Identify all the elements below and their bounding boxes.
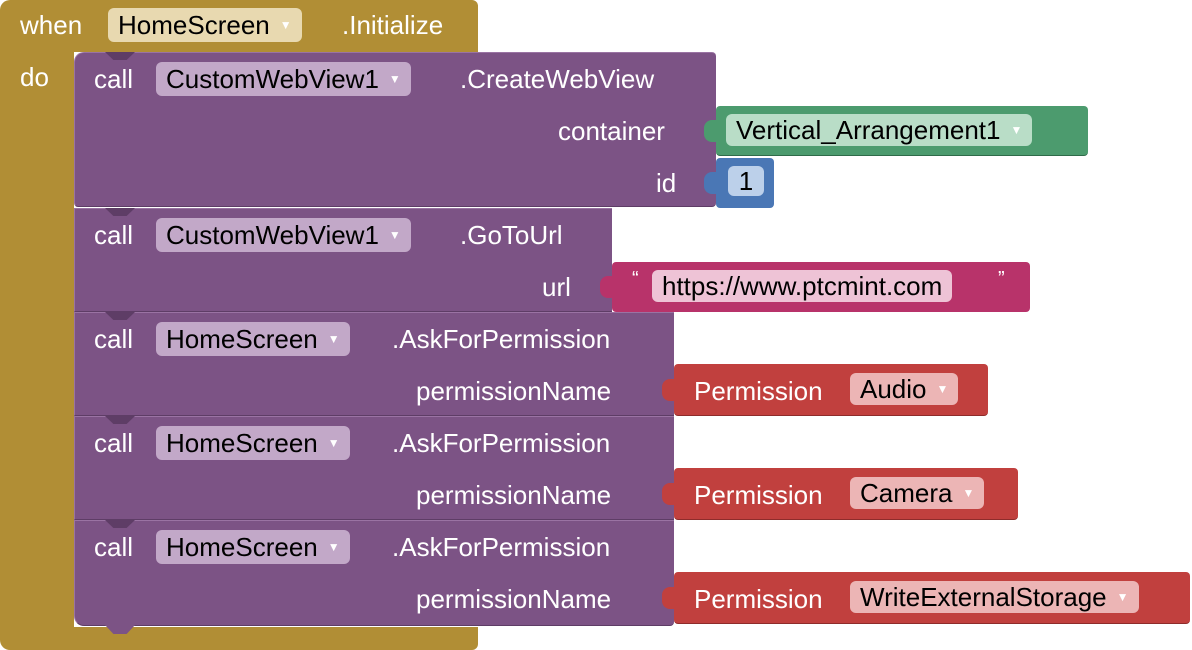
call-component-dropdown[interactable]: HomeScreen ▼ bbox=[156, 322, 350, 356]
block-bottom-notch bbox=[105, 625, 135, 634]
triangle-down-icon: ▼ bbox=[388, 228, 401, 242]
call-component-dropdown[interactable]: CustomWebView1 ▼ bbox=[156, 218, 411, 252]
triangle-down-icon: ▼ bbox=[327, 540, 340, 554]
permission-dropdown[interactable]: Audio ▼ bbox=[850, 373, 959, 405]
event-name-label: .Initialize bbox=[342, 10, 444, 40]
call-label: call bbox=[94, 324, 134, 354]
call-component-value: CustomWebView1 bbox=[166, 219, 379, 250]
component-value: Vertical_Arrangement1 bbox=[736, 114, 1001, 145]
connector-tab bbox=[704, 172, 716, 194]
connector-tab bbox=[662, 587, 674, 609]
block-notch bbox=[105, 520, 135, 528]
url-text-field[interactable]: https://www.ptcmint.com bbox=[652, 270, 953, 302]
block-notch bbox=[105, 208, 135, 216]
call-method-label: .AskForPermission bbox=[392, 324, 611, 354]
call-method-label: .AskForPermission bbox=[392, 428, 611, 458]
permission-label: Permission bbox=[694, 480, 823, 510]
param-label-container: container bbox=[558, 116, 665, 146]
call-component-value: HomeScreen bbox=[166, 427, 318, 458]
triangle-down-icon: ▼ bbox=[1010, 123, 1023, 137]
triangle-down-icon: ▼ bbox=[388, 72, 401, 86]
number-value: 1 bbox=[738, 165, 754, 196]
permission-value: Audio bbox=[860, 373, 927, 404]
event-component-value: HomeScreen bbox=[118, 9, 270, 40]
event-component-dropdown[interactable]: HomeScreen ▼ bbox=[108, 8, 302, 42]
triangle-down-icon: ▼ bbox=[936, 382, 949, 396]
connector-tab bbox=[600, 276, 612, 298]
connector-tab bbox=[704, 120, 716, 142]
connector-tab bbox=[662, 379, 674, 401]
permission-value: Camera bbox=[860, 477, 953, 508]
url-value: https://www.ptcmint.com bbox=[662, 270, 943, 301]
permission-dropdown[interactable]: WriteExternalStorage ▼ bbox=[850, 581, 1139, 613]
param-label-id: id bbox=[656, 168, 677, 198]
permission-label: Permission bbox=[694, 376, 823, 406]
call-method-label: .GoToUrl bbox=[460, 220, 563, 250]
call-component-value: CustomWebView1 bbox=[166, 63, 379, 94]
call-label: call bbox=[94, 428, 134, 458]
param-label-permissionname: permissionName bbox=[416, 480, 612, 510]
permission-value: WriteExternalStorage bbox=[860, 581, 1107, 612]
block-notch bbox=[105, 312, 135, 320]
event-do-label: do bbox=[20, 62, 49, 92]
call-component-value: HomeScreen bbox=[166, 323, 318, 354]
block-notch bbox=[105, 52, 135, 60]
block-notch bbox=[105, 416, 135, 424]
permission-label: Permission bbox=[694, 584, 823, 614]
call-component-dropdown[interactable]: CustomWebView1 ▼ bbox=[156, 62, 411, 96]
call-method-label: .AskForPermission bbox=[392, 532, 611, 562]
call-label: call bbox=[94, 220, 134, 250]
triangle-down-icon: ▼ bbox=[962, 486, 975, 500]
connector-tab bbox=[662, 483, 674, 505]
open-quote: “ bbox=[632, 268, 639, 290]
permission-dropdown[interactable]: Camera ▼ bbox=[850, 477, 985, 509]
triangle-down-icon: ▼ bbox=[1116, 590, 1129, 604]
call-component-dropdown[interactable]: HomeScreen ▼ bbox=[156, 530, 350, 564]
number-field[interactable]: 1 bbox=[728, 166, 764, 196]
triangle-down-icon: ▼ bbox=[327, 332, 340, 346]
component-value-dropdown[interactable]: Vertical_Arrangement1 ▼ bbox=[726, 114, 1033, 146]
call-component-dropdown[interactable]: HomeScreen ▼ bbox=[156, 426, 350, 460]
triangle-down-icon: ▼ bbox=[327, 436, 340, 450]
close-quote: ” bbox=[998, 268, 1005, 290]
call-label: call bbox=[94, 64, 134, 94]
event-when-label: when bbox=[20, 10, 83, 40]
param-label-url: url bbox=[542, 272, 571, 302]
triangle-down-icon: ▼ bbox=[279, 18, 292, 32]
call-component-value: HomeScreen bbox=[166, 531, 318, 562]
call-method-label: .CreateWebView bbox=[460, 64, 655, 94]
param-label-permissionname: permissionName bbox=[416, 584, 612, 614]
call-label: call bbox=[94, 532, 134, 562]
param-label-permissionname: permissionName bbox=[416, 376, 612, 406]
